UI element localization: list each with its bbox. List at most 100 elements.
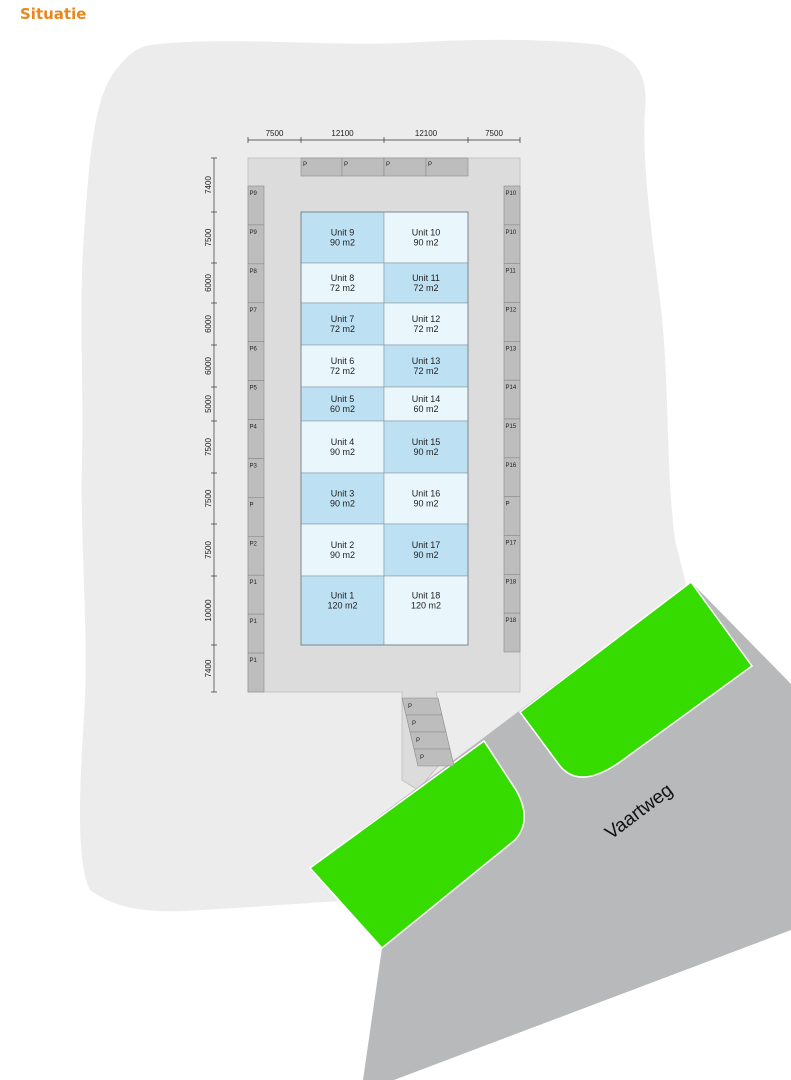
unit-cell — [300, 523, 385, 577]
dimension-label: 7400 — [204, 176, 213, 194]
unit-cell — [383, 420, 469, 474]
parking-label: P8 — [250, 269, 258, 275]
parking-label: P11 — [506, 269, 517, 275]
unit-area: 72 m2 — [330, 324, 355, 334]
unit-cell — [383, 523, 469, 577]
parking-label: P14 — [506, 385, 517, 391]
unit-cell — [383, 262, 469, 304]
dimension-label: 12100 — [415, 129, 438, 138]
parking-label: P — [386, 162, 390, 168]
unit-name: Unit 5 — [331, 394, 355, 404]
unit-area: 90 m2 — [413, 447, 438, 457]
parking-label: P4 — [250, 425, 258, 431]
parking-label: P10 — [506, 191, 517, 197]
unit-area: 72 m2 — [330, 283, 355, 293]
unit-name: Unit 6 — [331, 356, 355, 366]
unit-cell — [383, 344, 469, 388]
parking-label: P1 — [250, 619, 258, 625]
unit-cell — [300, 262, 385, 304]
left-dimensions: 7400 7500 6000 6000 6000 5000 7500 7500 7500 1000… — [204, 157, 217, 693]
unit-cell — [300, 420, 385, 474]
parking-space — [247, 652, 265, 693]
unit-area: 60 m2 — [330, 404, 355, 414]
unit-name: Unit 12 — [412, 314, 441, 324]
parking-label: P — [416, 738, 420, 744]
dimension-label: 12100 — [331, 129, 354, 138]
unit-area: 90 m2 — [330, 238, 355, 248]
unit-name: Unit 2 — [331, 540, 355, 550]
unit-area: 90 m2 — [413, 550, 438, 560]
parking-label: P1 — [250, 580, 258, 586]
unit-cell — [300, 344, 385, 388]
unit-area: 60 m2 — [413, 404, 438, 414]
dimension-label: 7500 — [204, 438, 213, 456]
parking-label: P9 — [250, 230, 258, 236]
unit-name: Unit 14 — [412, 394, 441, 404]
unit-name: Unit 3 — [331, 489, 355, 499]
unit-area: 90 m2 — [330, 499, 355, 509]
dimension-label: 6000 — [204, 274, 213, 292]
parking-label: P3 — [250, 463, 258, 469]
parking-label: P7 — [250, 308, 258, 314]
unit-name: Unit 7 — [331, 314, 355, 324]
unit-name: Unit 4 — [331, 437, 355, 447]
parking-label: P10 — [506, 230, 517, 236]
parking-label: P12 — [506, 308, 517, 314]
unit-cell — [383, 575, 469, 646]
parking-label: P — [428, 162, 432, 168]
parking-label: P — [344, 162, 348, 168]
parking-label: P6 — [250, 347, 258, 353]
dimension-label: 7500 — [204, 489, 213, 507]
unit-name: Unit 18 — [412, 591, 441, 601]
dimension-label: 7500 — [204, 541, 213, 559]
parking-label: P — [303, 162, 307, 168]
parking-space — [300, 157, 343, 177]
parking-label: P15 — [506, 424, 517, 430]
unit-name: Unit 10 — [412, 228, 441, 238]
unit-area: 90 m2 — [413, 499, 438, 509]
parking-space — [503, 612, 521, 653]
unit-cell — [300, 472, 385, 525]
unit-name: Unit 13 — [412, 356, 441, 366]
unit-area: 90 m2 — [330, 550, 355, 560]
parking-label: P — [506, 502, 510, 508]
unit-area: 120 m2 — [327, 601, 357, 611]
parking-label: P2 — [250, 541, 258, 547]
parking-label: P1 — [250, 658, 258, 664]
dimension-label: 10000 — [204, 599, 213, 622]
dimension-label: 7500 — [204, 228, 213, 246]
parking-space — [383, 157, 427, 177]
parking-label: P — [408, 704, 412, 710]
parking-label: P16 — [506, 463, 517, 469]
dimension-label: 7500 — [266, 129, 284, 138]
parking-space — [341, 157, 385, 177]
unit-area: 90 m2 — [330, 447, 355, 457]
unit-name: Unit 1 — [331, 591, 355, 601]
page-title: Situatie — [20, 5, 87, 23]
unit-area: 120 m2 — [411, 601, 441, 611]
unit-area: 72 m2 — [330, 366, 355, 376]
unit-name: Unit 9 — [331, 228, 355, 238]
parking-label: P9 — [250, 191, 258, 197]
parking-label: P13 — [506, 346, 517, 352]
unit-cell — [300, 575, 385, 646]
unit-area: 72 m2 — [413, 366, 438, 376]
unit-area: 72 m2 — [413, 324, 438, 334]
parking-label: P18 — [506, 579, 517, 585]
parking-space — [425, 157, 469, 177]
unit-name: Unit 11 — [412, 273, 440, 283]
dimension-label: 6000 — [204, 315, 213, 333]
dimension-label: 5000 — [204, 395, 213, 413]
dimension-label: 6000 — [204, 357, 213, 375]
parking-label: P — [420, 755, 424, 761]
parking-label: P17 — [506, 541, 517, 547]
unit-name: Unit 15 — [412, 437, 441, 447]
parking-label: P — [250, 502, 254, 508]
parking-label: P5 — [250, 386, 258, 392]
